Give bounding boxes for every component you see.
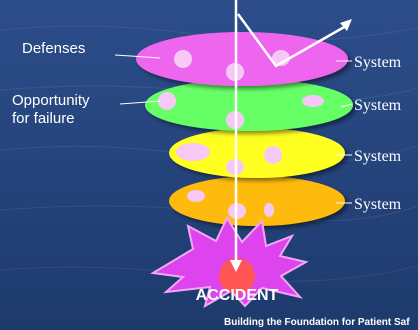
system-layer-1: [136, 32, 348, 86]
hole: [264, 203, 274, 217]
hole: [158, 92, 176, 110]
footer-text: Building the Foundation for Patient Saf: [224, 317, 410, 328]
defenses-label: Defenses: [22, 40, 85, 57]
layer-ellipse: [136, 32, 348, 86]
system-layer-4: [169, 176, 345, 226]
system-layer-2: [145, 79, 353, 131]
system-label-1: System: [354, 54, 402, 71]
hole: [302, 95, 324, 107]
opportunity-label-line2: for failure: [12, 110, 75, 127]
hole: [264, 146, 282, 164]
system-label-3: System: [354, 148, 402, 165]
layer-ellipse: [145, 79, 353, 131]
accident-label: ACCIDENT: [196, 287, 279, 304]
hole: [187, 190, 205, 202]
hole: [176, 143, 210, 161]
hole: [174, 50, 192, 68]
system-label-4: System: [354, 196, 402, 213]
system-layer-3: [169, 128, 345, 178]
opportunity-label-line1: Opportunity: [12, 92, 90, 109]
system-label-2: System: [354, 97, 402, 114]
